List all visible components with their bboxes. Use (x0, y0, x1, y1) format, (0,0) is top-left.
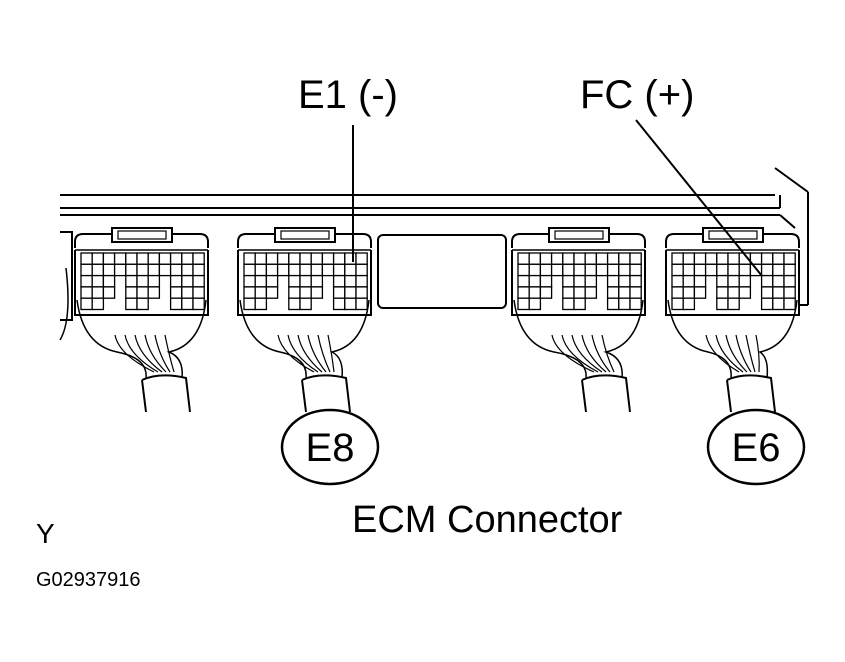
connector-e8 (237, 227, 372, 413)
leader-lines (352, 119, 763, 277)
fc-leader-line (635, 119, 763, 277)
connector-group (59, 227, 800, 413)
fc-label: FC (+) (580, 73, 694, 117)
connector-e6 (665, 227, 800, 413)
figure-id: G02937916 (36, 569, 141, 591)
ecm-connector-caption: ECM Connector (352, 499, 623, 541)
e8-callout-ellipse (280, 408, 380, 486)
e1-label: E1 (-) (298, 73, 398, 117)
ecm-housing (60, 167, 809, 306)
corner-letter: Y (36, 518, 55, 549)
e6-label: E6 (732, 426, 781, 470)
connector-c (511, 227, 646, 413)
e6-callout-ellipse (706, 408, 806, 486)
e8-label: E8 (306, 426, 355, 470)
partial-connector (59, 231, 73, 341)
center-window (377, 234, 507, 309)
connector-a (74, 227, 209, 413)
